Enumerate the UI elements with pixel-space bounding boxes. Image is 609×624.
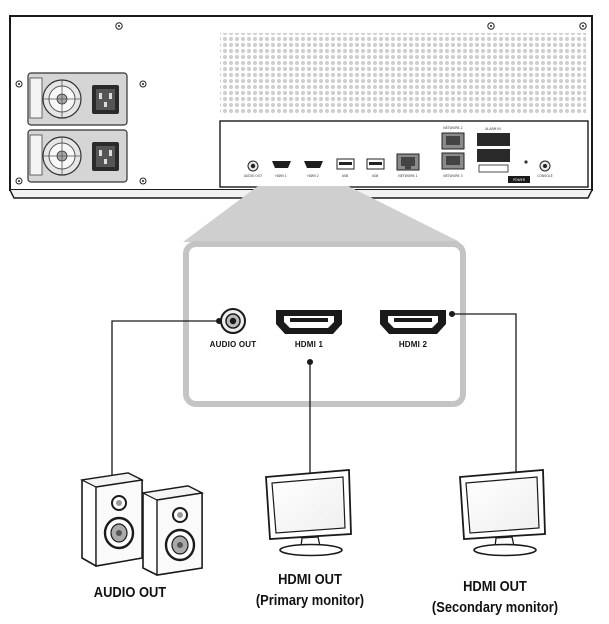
- svg-text:CONSOLE: CONSOLE: [537, 174, 552, 178]
- hdmi-port-icon: HDMI 2: [304, 161, 323, 178]
- svg-text:NETWORK 1: NETWORK 1: [398, 174, 417, 178]
- cable-audio: [111, 317, 223, 476]
- secondary-monitor-caption-title: HDMI OUT: [463, 578, 527, 595]
- audio-jack-icon: AUDIO OUT: [244, 160, 262, 178]
- rj45-port-icon: NETWORK 3: [441, 152, 465, 178]
- svg-text:HDMI 2: HDMI 2: [307, 174, 319, 178]
- alarm-terminal-block: POWER: [477, 133, 530, 183]
- screw-icon: [15, 177, 23, 185]
- ventilation-grid: [220, 33, 586, 115]
- screw-icon: [139, 177, 147, 185]
- usb-port-icon: USB: [366, 158, 385, 178]
- power-supply-2: [27, 129, 128, 183]
- audio-jack-icon: [220, 308, 246, 334]
- hdmi-port-icon: HDMI 1: [272, 161, 291, 178]
- usb-port-icon: USB: [336, 158, 355, 178]
- fan-icon: [42, 79, 82, 119]
- primary-monitor-caption-title: HDMI OUT: [278, 571, 342, 588]
- panel-label-hdmi2: HDMI 2: [398, 340, 428, 349]
- panel-label-hdmi1: HDMI 1: [294, 340, 324, 349]
- cable-hdmi1: [306, 358, 314, 476]
- console-port-icon: CONSOLE: [537, 160, 553, 178]
- monitor-icon: [459, 469, 546, 557]
- svg-text:ALARM IN: ALARM IN: [485, 127, 501, 131]
- svg-text:USB: USB: [372, 174, 379, 178]
- power-socket-icon: [92, 142, 119, 171]
- screw-icon: [487, 22, 495, 30]
- speakers-caption: AUDIO OUT: [93, 584, 167, 601]
- svg-text:HDMI 1: HDMI 1: [275, 174, 287, 178]
- rj45-port-icon: NETWORK 1: [396, 153, 420, 178]
- svg-text:NETWORK 2: NETWORK 2: [443, 126, 462, 130]
- power-supply-1: [27, 72, 128, 126]
- power-socket-icon: [92, 85, 119, 114]
- secondary-monitor-caption-sub: (Secondary monitor): [431, 599, 559, 616]
- nvr-rear-panel: AUDIO OUT HDMI 1 HDMI 2 USB USB NETWORK …: [9, 15, 593, 199]
- screw-icon: [15, 80, 23, 88]
- monitor-icon: [265, 469, 352, 557]
- speaker-icon: [80, 472, 144, 567]
- svg-text:POWER: POWER: [513, 178, 526, 182]
- screw-icon: [579, 22, 587, 30]
- rj45-port-icon: [441, 132, 465, 150]
- primary-monitor-caption-sub: (Primary monitor): [255, 592, 365, 609]
- zoom-beam: [183, 186, 460, 242]
- svg-text:NETWORK 3: NETWORK 3: [443, 174, 462, 178]
- panel-label-audio-out: AUDIO OUT: [209, 340, 257, 349]
- hdmi-port-icon: [380, 310, 446, 334]
- cable-hdmi2: [448, 310, 517, 476]
- screw-icon: [139, 80, 147, 88]
- screw-icon: [115, 22, 123, 30]
- svg-text:USB: USB: [342, 174, 349, 178]
- speaker-icon: [141, 485, 204, 576]
- svg-text:AUDIO OUT: AUDIO OUT: [244, 174, 262, 178]
- hdmi-port-icon: [276, 310, 342, 334]
- fan-icon: [42, 136, 82, 176]
